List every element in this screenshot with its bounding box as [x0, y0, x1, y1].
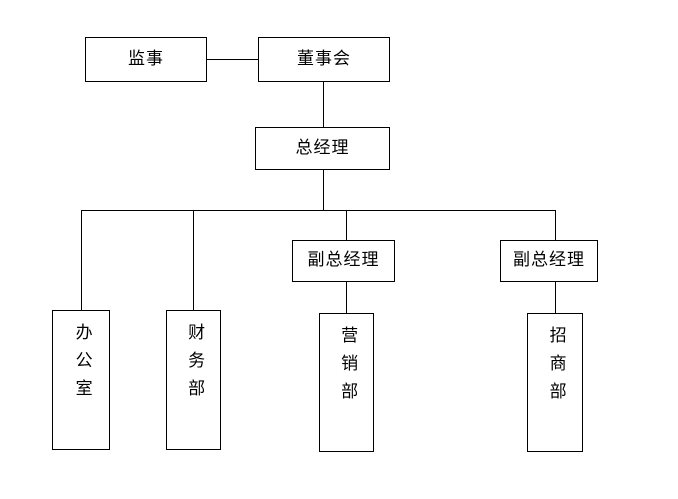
node-deputy-manager-2-label: 副总经理 — [513, 250, 585, 271]
node-finance[interactable]: 财务部 — [166, 310, 221, 450]
node-office[interactable]: 办公室 — [52, 310, 110, 450]
node-supervisor-label: 监事 — [128, 48, 164, 69]
node-supervisor[interactable]: 监事 — [85, 37, 207, 82]
node-investment[interactable]: 招商部 — [527, 313, 583, 452]
connector-board-to-general-manager — [323, 82, 324, 127]
connector-bus-to-office — [81, 210, 82, 311]
connector-bus-to-deputy-manager-2 — [555, 210, 556, 241]
node-office-label: 办公室 — [71, 323, 92, 407]
node-deputy-manager-2[interactable]: 副总经理 — [500, 240, 598, 282]
connector-bus-to-finance — [193, 210, 194, 311]
node-general-manager[interactable]: 总经理 — [255, 127, 390, 170]
connector-deputy-manager-1-to-marketing — [346, 282, 347, 314]
node-deputy-manager-1[interactable]: 副总经理 — [292, 240, 395, 282]
node-finance-label: 财务部 — [184, 323, 205, 407]
connector-general-manager-to-bus — [323, 170, 324, 211]
node-deputy-manager-1-label: 副总经理 — [307, 250, 380, 271]
connector-supervisor-to-board — [207, 59, 258, 60]
connector-bus-to-deputy-manager-1 — [346, 210, 347, 241]
node-marketing-label: 营销部 — [337, 326, 358, 410]
node-marketing[interactable]: 营销部 — [319, 313, 374, 452]
connector-deputy-manager-2-to-investment — [555, 282, 556, 314]
node-board-label: 董事会 — [297, 48, 351, 69]
node-board[interactable]: 董事会 — [258, 37, 390, 82]
node-investment-label: 招商部 — [545, 326, 566, 410]
node-general-manager-label: 总经理 — [295, 137, 350, 158]
connector-bus-horizontal — [81, 210, 556, 211]
